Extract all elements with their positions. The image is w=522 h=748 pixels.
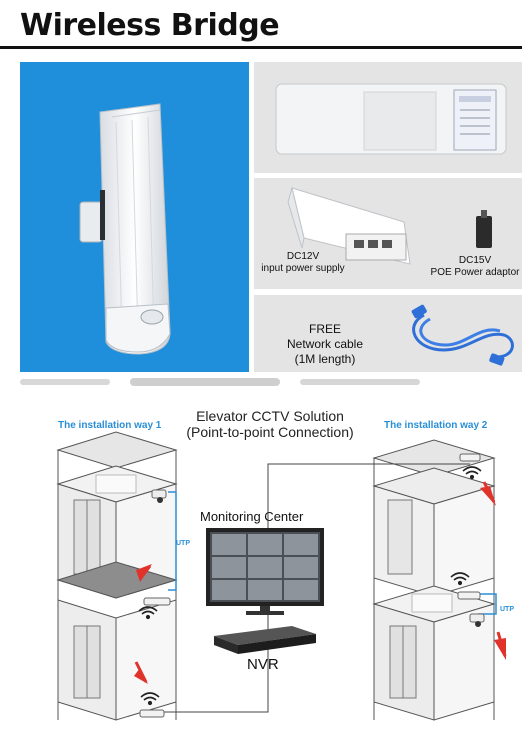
camera-right-car [469,613,485,627]
utp-cable-left [168,491,177,591]
diagram-title-line2: (Point-to-point Connection) [186,424,354,440]
product-hero-image [20,62,249,372]
diagram-title: Elevator CCTV Solution (Point-to-point C… [150,408,390,440]
bridge-right-mid [457,591,481,600]
page-title: Wireless Bridge [20,8,280,43]
arrow-right-top [480,486,496,506]
wifi-icon-right-mid [450,572,470,586]
bridge-left-mid [143,597,171,606]
utp-label-left: UTP [176,540,190,547]
wifi-icon-left-bottom [140,692,160,706]
nvr-device [214,626,316,654]
bridge-right-top [459,453,481,462]
network-cable-panel [254,295,522,372]
red-arrows [134,481,507,684]
right-elevator-shaft [372,439,496,721]
camera-left-top [151,489,167,503]
device-top-view-illustration [275,83,507,155]
dc12v-desc: input power supply [261,263,345,274]
utp-cable-right [478,593,497,615]
arrow-left-lower [134,668,148,684]
dc12v-title: DC12V [286,251,320,262]
title-underline [0,46,522,49]
network-cables [160,463,470,713]
utp-label-right: UTP [500,606,514,613]
dc15v-label: DC15V POE Power adaptor [428,255,522,279]
dc15v-title: DC15V [458,255,492,266]
diagram-title-line1: Elevator CCTV Solution [196,408,344,424]
cable-length: (1M length) [294,352,356,366]
power-supply-panel [254,178,522,289]
cable-name: Network cable [286,337,364,351]
wireless-bridge-device-illustration [79,103,171,355]
free-cable-text: FREE Network cable (1M length) [270,322,380,367]
network-cable-illustration [411,304,514,366]
monitoring-center-label: Monitoring Center [200,509,304,524]
installation-way-2-label: The installation way 2 [384,420,488,431]
arrow-left-upper [136,564,152,582]
dc15v-desc: POE Power adaptor [430,267,520,278]
monitoring-screen [206,528,324,615]
installation-way-1-label: The installation way 1 [58,420,162,431]
wifi-icon-right-top [462,466,482,480]
bridge-left-bottom [139,709,165,718]
dc12v-label: DC12V input power supply [258,251,348,275]
blurred-text-strip [20,378,420,386]
wifi-icon-left-mid [138,606,158,620]
arrow-right-mid [494,638,506,660]
left-elevator-shaft [56,431,178,721]
device-ports-and-adaptor-illustration [287,186,492,265]
free-label: FREE [308,322,341,336]
nvr-label: NVR [247,656,279,673]
product-top-view-panel [254,62,522,173]
